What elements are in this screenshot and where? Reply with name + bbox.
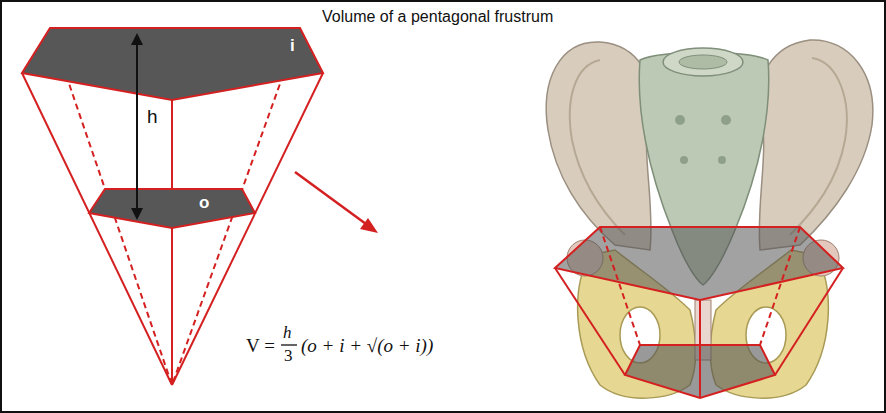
face-label: o: [199, 194, 209, 213]
face-label: i: [290, 37, 295, 56]
diagram-title: Volume of a pentagonal frustrum: [322, 8, 553, 26]
height-label: h: [147, 107, 158, 128]
fraction-bar: [281, 344, 297, 345]
frustum-overlay: [555, 227, 843, 398]
formula-lhs: V =: [246, 336, 275, 357]
pointer-arrow: [295, 172, 378, 233]
formula-denominator: 3: [284, 347, 293, 366]
pelvis-illustration: [546, 40, 873, 398]
pentagon-shape: [22, 28, 323, 100]
pentagon-shape: [89, 189, 255, 228]
height-arrow: [131, 33, 143, 220]
pentagon-face: i: [22, 28, 323, 100]
formula-terms: (o + i + √(o + i)): [301, 336, 433, 357]
formula-numerator: h: [283, 324, 292, 343]
pyramid-edges: [22, 28, 323, 385]
pentagon-face: o: [89, 189, 255, 228]
